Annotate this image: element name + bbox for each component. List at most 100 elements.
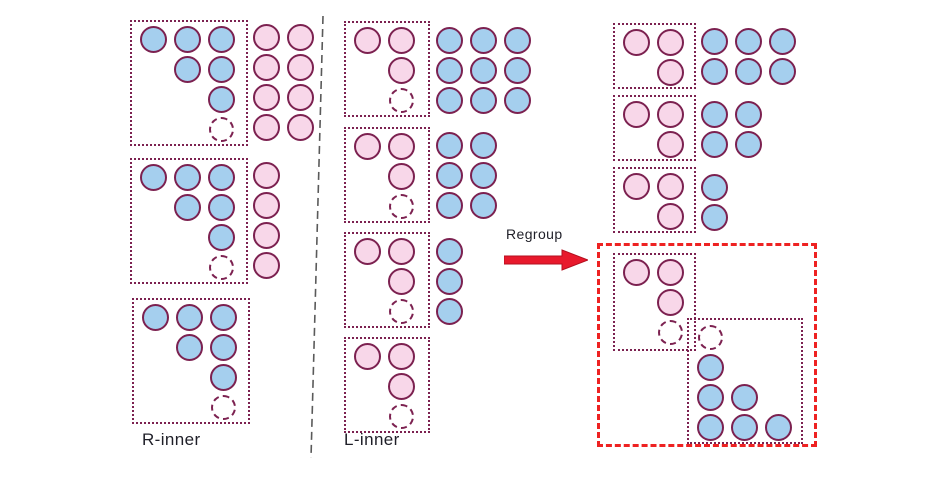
- circle-row: [432, 55, 534, 85]
- blue-cell: [170, 54, 204, 84]
- blue-circle: [141, 303, 169, 331]
- empty-cell: [619, 317, 653, 347]
- blue-cell: [697, 129, 731, 159]
- pink-cell: [249, 82, 283, 112]
- pink-cell: [384, 266, 418, 296]
- blue-cell: [432, 236, 466, 266]
- blue-cell: [170, 192, 204, 222]
- r-inner-loose-pink-1: [249, 22, 317, 142]
- blue-circle: [700, 27, 728, 55]
- pink-circle: [622, 28, 650, 56]
- pink-cell: [350, 341, 384, 371]
- blue-cell: [172, 302, 206, 332]
- blue-circle: [734, 27, 762, 55]
- regrouped-loose-blue-2: [697, 99, 765, 159]
- pink-circle: [656, 288, 684, 316]
- empty-cell: [136, 192, 170, 222]
- pink-cell: [653, 201, 687, 231]
- pink-circle: [656, 28, 684, 56]
- pink-cell: [249, 160, 283, 190]
- blue-circle: [764, 413, 792, 441]
- pink-cell: [283, 22, 317, 52]
- blue-circle: [139, 163, 167, 191]
- circle-row: [432, 296, 466, 326]
- blue-cell: [500, 55, 534, 85]
- blue-cell: [761, 412, 795, 442]
- circle-row: [136, 54, 242, 84]
- blue-circle: [696, 383, 724, 411]
- regrouped-highlight-box: [597, 243, 817, 447]
- blue-cell: [500, 85, 534, 115]
- pink-circle: [252, 161, 280, 189]
- blue-circle: [435, 267, 463, 295]
- blue-circle: [207, 163, 235, 191]
- blue-cell: [693, 412, 727, 442]
- circle-row: [249, 22, 317, 52]
- circle-row: [619, 129, 690, 159]
- pink-cell: [350, 131, 384, 161]
- dashed-cell: [204, 252, 238, 282]
- circle-row: [350, 131, 424, 161]
- pink-cell: [653, 99, 687, 129]
- blue-circle: [700, 100, 728, 128]
- blue-circle: [734, 100, 762, 128]
- blue-circle: [209, 333, 237, 361]
- pink-circle: [387, 132, 415, 160]
- circle-row: [249, 250, 283, 280]
- blue-cell: [432, 25, 466, 55]
- circle-row: [138, 362, 244, 392]
- empty-cell: [350, 266, 384, 296]
- pink-circle: [252, 191, 280, 219]
- blue-cell: [765, 56, 799, 86]
- blue-cell: [466, 55, 500, 85]
- pink-cell: [653, 57, 687, 87]
- blue-cell: [432, 190, 466, 220]
- pink-cell: [384, 341, 418, 371]
- empty-cell: [350, 371, 384, 401]
- pink-circle: [387, 56, 415, 84]
- pink-cell: [653, 257, 687, 287]
- circle-row: [136, 84, 242, 114]
- regrouped-loose-blue-3: [697, 172, 731, 232]
- circle-row: [136, 114, 242, 144]
- blue-circle: [435, 56, 463, 84]
- blue-cell: [693, 352, 727, 382]
- circle-row: [432, 190, 500, 220]
- pink-circle: [387, 237, 415, 265]
- circle-row: [350, 25, 424, 55]
- pink-cell: [249, 220, 283, 250]
- blue-cell: [432, 55, 466, 85]
- blue-cell: [204, 24, 238, 54]
- blue-circle: [435, 86, 463, 114]
- pink-circle: [387, 267, 415, 295]
- circle-row: [249, 82, 317, 112]
- circle-row: [432, 130, 500, 160]
- blue-cell: [731, 129, 765, 159]
- empty-cell: [172, 392, 206, 422]
- blue-circle: [139, 25, 167, 53]
- pink-circle: [286, 83, 314, 111]
- empty-cell: [350, 296, 384, 326]
- pink-circle: [286, 23, 314, 51]
- blue-cell: [204, 54, 238, 84]
- pink-circle: [252, 221, 280, 249]
- circle-row: [138, 332, 244, 362]
- blue-cell: [697, 26, 731, 56]
- circle-row: [697, 202, 731, 232]
- blue-cell: [697, 172, 731, 202]
- blue-circle: [469, 131, 497, 159]
- pink-cell: [384, 371, 418, 401]
- empty-cell: [136, 252, 170, 282]
- regroup-arrow-icon: [504, 249, 588, 271]
- dashed-cell: [693, 322, 727, 352]
- blue-cell: [466, 190, 500, 220]
- circle-row: [432, 160, 500, 190]
- circle-row: [350, 341, 424, 371]
- empty-cell: [350, 401, 384, 431]
- regrouped-box-2: [613, 95, 696, 161]
- blue-cell: [206, 362, 240, 392]
- circle-row: [350, 236, 424, 266]
- pink-circle: [656, 58, 684, 86]
- circle-row: [697, 99, 765, 129]
